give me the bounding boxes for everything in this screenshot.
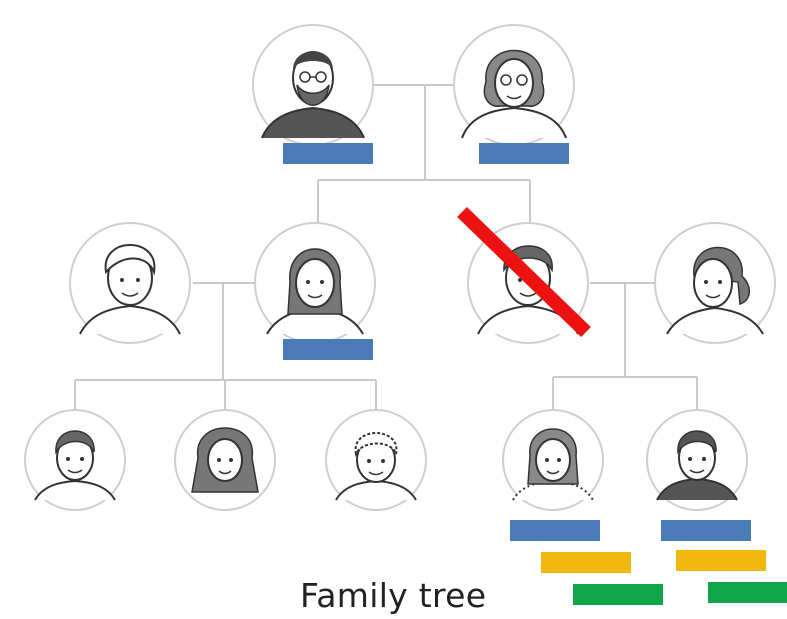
- highlight-bar-yellow-girl: [541, 552, 631, 573]
- highlight-bar-blue-mother: [283, 339, 373, 360]
- girl-icon: [502, 409, 604, 511]
- grandfather-icon: [252, 24, 374, 146]
- boy-icon: [646, 409, 748, 511]
- diagram-caption: Family tree: [300, 576, 487, 615]
- highlight-bar-green-boy: [708, 582, 787, 603]
- connector-lines: [74, 84, 698, 410]
- highlight-bar-blue-grandfather: [283, 143, 373, 164]
- strike-through-mark: [457, 206, 591, 338]
- highlight-bar-yellow-boy: [676, 550, 766, 571]
- highlight-bar-green-girl: [573, 584, 663, 605]
- aunt-icon: [654, 222, 776, 344]
- mother-icon: [254, 222, 376, 344]
- cousin-child-icon: [325, 409, 427, 511]
- highlight-bar-blue-grandmother: [479, 143, 569, 164]
- cousin-boy-icon: [24, 409, 126, 511]
- highlight-bar-blue-boy: [661, 520, 751, 541]
- highlight-bar-blue-girl: [510, 520, 600, 541]
- grandmother-icon: [453, 24, 575, 146]
- uncle-icon: [69, 222, 191, 344]
- cousin-girl-icon: [174, 409, 276, 511]
